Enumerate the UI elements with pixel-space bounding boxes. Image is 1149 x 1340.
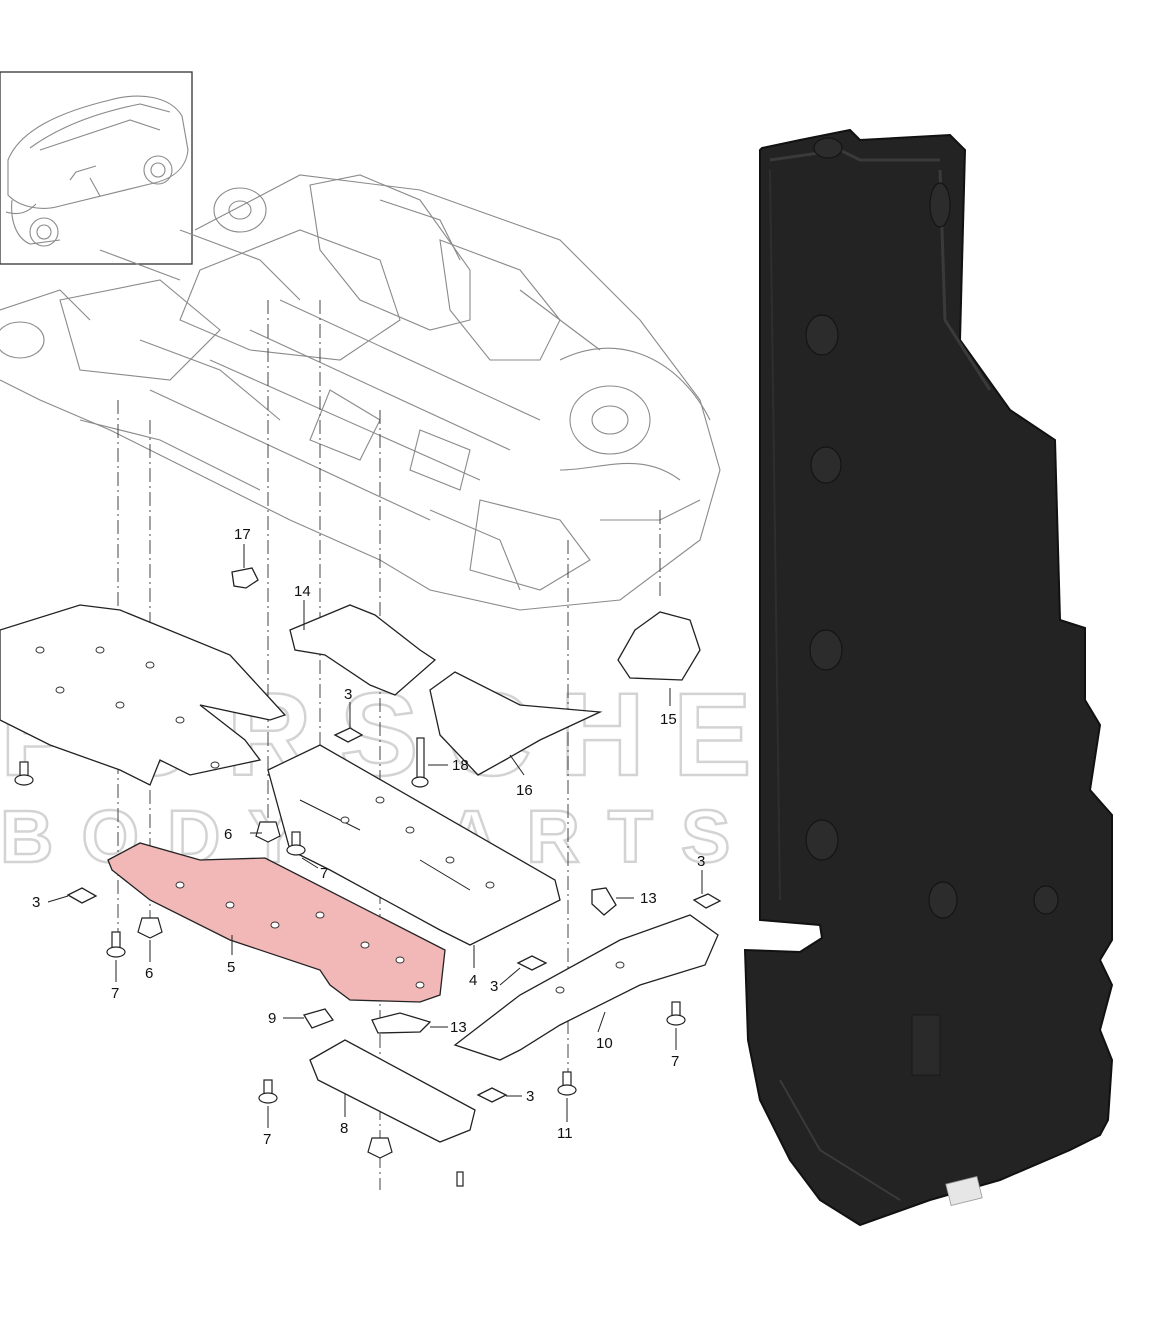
callout-3-center: 3	[490, 978, 498, 995]
part-14-bracket	[289, 604, 437, 696]
bolt-18	[411, 737, 429, 788]
callout-5: 5	[227, 959, 235, 976]
callout-10: 10	[596, 1035, 613, 1052]
product-photo-underbody-panel	[743, 128, 1114, 1227]
part-13-clip-upper	[591, 887, 617, 916]
callout-6-left: 6	[145, 965, 153, 982]
callout-6-center: 6	[224, 826, 232, 843]
nut-6-left	[137, 917, 163, 939]
fasteners	[14, 737, 686, 1187]
screw-bottom-right	[456, 1171, 464, 1187]
part-13-clip-lower	[371, 1012, 432, 1034]
part-front-underbody-panel	[0, 604, 287, 786]
screw-left-edge	[14, 761, 34, 786]
callout-4: 4	[469, 972, 477, 989]
part-3-clip-b	[333, 727, 364, 743]
underbody-chassis	[0, 174, 721, 611]
nut-bottom	[367, 1137, 393, 1159]
callout-numbers: 17 14 15 3 18 16 6 7 3 13 3 7 6 5 4 3 9 …	[32, 526, 705, 1148]
part-16-heat-shield	[429, 671, 603, 776]
part-label-sticker	[945, 1175, 983, 1207]
callout-7-bottom: 7	[263, 1131, 271, 1148]
vehicle-inset	[0, 71, 193, 265]
screw-7-center	[286, 831, 306, 856]
part-3-clip-e	[476, 1087, 508, 1103]
callout-3-left: 3	[32, 894, 40, 911]
callout-7-center: 7	[320, 865, 328, 882]
callout-15: 15	[660, 711, 677, 728]
callout-3-lower: 3	[526, 1088, 534, 1105]
part-9-clip	[302, 1008, 335, 1029]
callout-7-right: 7	[671, 1053, 679, 1070]
screw-7-bottom	[258, 1079, 278, 1104]
car-thumbnail	[5, 95, 189, 247]
part-4-underbody-panel	[267, 744, 561, 946]
callout-3-upper: 3	[344, 686, 352, 703]
leader-lines	[47, 544, 703, 1128]
small-clips	[66, 567, 722, 1103]
callout-9: 9	[268, 1010, 276, 1027]
screw-11	[557, 1071, 577, 1096]
callout-7-left: 7	[111, 985, 119, 1002]
callout-17: 17	[234, 526, 251, 543]
nut-6-center	[255, 821, 281, 843]
part-10-rear-panel	[453, 914, 719, 1061]
panel-recess	[911, 1014, 941, 1076]
screw-7-left	[106, 931, 126, 958]
callout-16: 16	[516, 782, 533, 799]
part-8-rear-bracket-panel	[309, 1039, 476, 1143]
part-15-mount	[617, 611, 701, 681]
screw-7-right	[666, 1001, 686, 1026]
part-5-highlighted-panel	[107, 842, 446, 1003]
part-17-clip	[231, 567, 259, 589]
callout-8: 8	[340, 1120, 348, 1137]
callout-3-right: 3	[697, 853, 705, 870]
callout-13-lower: 13	[450, 1019, 467, 1036]
callout-18: 18	[452, 757, 469, 774]
callout-14: 14	[294, 583, 311, 600]
part-3-clip-c	[692, 893, 722, 909]
callout-13-upper: 13	[640, 890, 657, 907]
part-3-clip-d	[516, 955, 548, 971]
mounting-bumps	[805, 137, 1059, 919]
part-3-clip-a	[66, 887, 98, 904]
callout-11: 11	[557, 1125, 573, 1142]
